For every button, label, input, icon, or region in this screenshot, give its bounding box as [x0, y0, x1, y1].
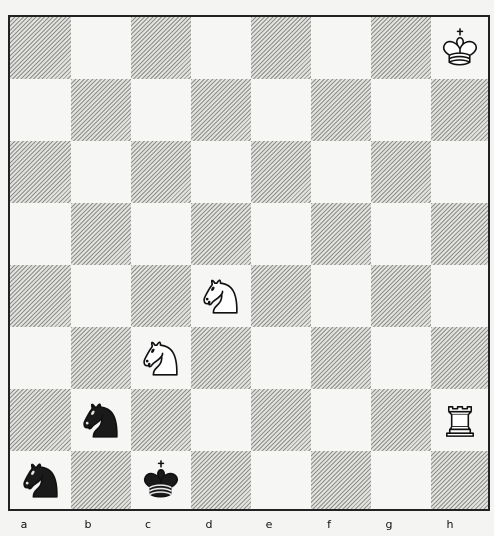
- square-d5[interactable]: [191, 203, 251, 265]
- square-f4[interactable]: [311, 265, 371, 327]
- square-b3[interactable]: [71, 327, 131, 389]
- square-h1[interactable]: [431, 451, 488, 509]
- piece-slot-h2: [431, 389, 488, 451]
- white-king-icon[interactable]: [431, 17, 488, 79]
- white-knight-icon[interactable]: [191, 265, 251, 327]
- square-d3[interactable]: [191, 327, 251, 389]
- square-a8[interactable]: [10, 17, 71, 79]
- file-label-g: g: [359, 518, 419, 531]
- square-f3[interactable]: [311, 327, 371, 389]
- square-h4[interactable]: [431, 265, 488, 327]
- square-h5[interactable]: [431, 203, 488, 265]
- black-knight-icon[interactable]: [71, 389, 131, 451]
- square-g1[interactable]: [371, 451, 431, 509]
- square-f1[interactable]: [311, 451, 371, 509]
- square-c2[interactable]: [131, 389, 191, 451]
- square-g2[interactable]: [371, 389, 431, 451]
- square-b6[interactable]: [71, 141, 131, 203]
- square-e4[interactable]: [251, 265, 311, 327]
- square-f2[interactable]: [311, 389, 371, 451]
- square-g3[interactable]: [371, 327, 431, 389]
- chessboard: [8, 15, 494, 512]
- square-a6[interactable]: [10, 141, 71, 203]
- square-a2[interactable]: [10, 389, 71, 451]
- file-label-e: e: [239, 518, 299, 531]
- file-label-b: b: [58, 518, 118, 531]
- square-d8[interactable]: [191, 17, 251, 79]
- square-e8[interactable]: [251, 17, 311, 79]
- square-c4[interactable]: [131, 265, 191, 327]
- square-g8[interactable]: [371, 17, 431, 79]
- square-g6[interactable]: [371, 141, 431, 203]
- black-king-icon[interactable]: [131, 451, 191, 509]
- square-h6[interactable]: [431, 141, 488, 203]
- file-label-a: a: [0, 518, 54, 531]
- square-b8[interactable]: [71, 17, 131, 79]
- square-g5[interactable]: [371, 203, 431, 265]
- square-e2[interactable]: [251, 389, 311, 451]
- file-label-d: d: [179, 518, 239, 531]
- square-a7[interactable]: [10, 79, 71, 141]
- square-g4[interactable]: [371, 265, 431, 327]
- file-label-h: h: [420, 518, 480, 531]
- file-label-c: c: [118, 518, 178, 531]
- square-d7[interactable]: [191, 79, 251, 141]
- piece-slot-d4: [191, 265, 251, 327]
- square-b1[interactable]: [71, 451, 131, 509]
- square-e6[interactable]: [251, 141, 311, 203]
- square-b7[interactable]: [71, 79, 131, 141]
- white-knight-icon[interactable]: [131, 327, 191, 389]
- square-f8[interactable]: [311, 17, 371, 79]
- piece-slot-a1: [10, 451, 71, 509]
- square-f5[interactable]: [311, 203, 371, 265]
- square-d1[interactable]: [191, 451, 251, 509]
- square-a5[interactable]: [10, 203, 71, 265]
- square-f6[interactable]: [311, 141, 371, 203]
- square-e7[interactable]: [251, 79, 311, 141]
- square-a3[interactable]: [10, 327, 71, 389]
- square-c6[interactable]: [131, 141, 191, 203]
- square-d6[interactable]: [191, 141, 251, 203]
- square-b4[interactable]: [71, 265, 131, 327]
- file-label-f: f: [299, 518, 359, 531]
- square-c7[interactable]: [131, 79, 191, 141]
- piece-slot-c3: [131, 327, 191, 389]
- square-h7[interactable]: [431, 79, 488, 141]
- square-c8[interactable]: [131, 17, 191, 79]
- square-g7[interactable]: [371, 79, 431, 141]
- square-h3[interactable]: [431, 327, 488, 389]
- square-a4[interactable]: [10, 265, 71, 327]
- piece-slot-b2: [71, 389, 131, 451]
- square-f7[interactable]: [311, 79, 371, 141]
- square-e3[interactable]: [251, 327, 311, 389]
- square-b5[interactable]: [71, 203, 131, 265]
- black-knight-icon[interactable]: [10, 451, 71, 509]
- square-e5[interactable]: [251, 203, 311, 265]
- piece-slot-c1: [131, 451, 191, 509]
- piece-slot-h8: [431, 17, 488, 79]
- square-e1[interactable]: [251, 451, 311, 509]
- square-c5[interactable]: [131, 203, 191, 265]
- square-d2[interactable]: [191, 389, 251, 451]
- white-rook-icon[interactable]: [431, 389, 488, 451]
